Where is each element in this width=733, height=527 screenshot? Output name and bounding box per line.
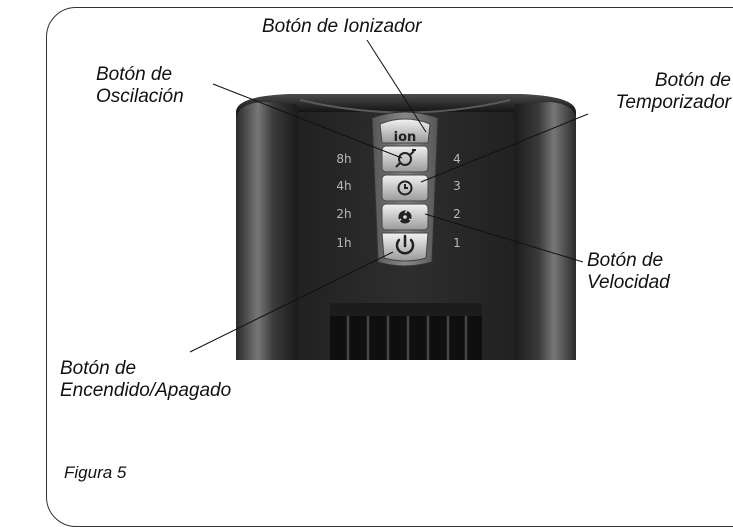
- fan-icon: [398, 210, 412, 224]
- speed-label-line1: Botón de: [587, 250, 664, 271]
- right-pillar: [513, 102, 576, 360]
- power-icon: [395, 234, 415, 255]
- oscillation-leader-line: [212, 83, 403, 159]
- speed-label: Botón de Velocidad: [587, 250, 670, 294]
- ionizer-label-text: Botón de Ionizador: [262, 16, 422, 37]
- speed-mark-2: 2: [453, 207, 461, 221]
- oscillation-label: Botón de Oscilación: [96, 64, 184, 108]
- fan-illustration: ion 8h 4h 2h 1h 4 3 2 1: [189, 39, 589, 360]
- ion-text: ion: [394, 130, 417, 145]
- oscillation-label-line1: Botón de: [96, 64, 173, 85]
- speed-leader-line: [424, 213, 584, 263]
- speed-mark-3: 3: [453, 179, 461, 193]
- power-leader-line: [189, 251, 394, 353]
- figure-caption: Figura 5: [64, 462, 126, 484]
- timer-leader-line: [420, 113, 589, 183]
- ionizer-label: Botón de Ionizador: [262, 16, 422, 38]
- oscillation-icon: [395, 149, 416, 168]
- left-pillar: [236, 102, 299, 360]
- timer-mark-4h: 4h: [336, 179, 351, 193]
- clock-icon: [397, 180, 413, 196]
- power-label-line1: Botón de: [60, 358, 137, 379]
- speed-label-line2: Velocidad: [587, 272, 670, 293]
- speed-mark-1: 1: [453, 236, 461, 250]
- power-label-line2: Encendido/Apagado: [60, 380, 232, 401]
- oscillation-button: [381, 145, 429, 173]
- fan-top: [236, 94, 576, 112]
- power-label: Botón de Encendido/Apagado: [60, 358, 231, 402]
- timer-label-line2: Temporizador: [615, 92, 731, 113]
- timer-label-line1: Botón de: [654, 70, 731, 91]
- figure-caption-text: Figura 5: [64, 463, 127, 482]
- ionizer-button: [379, 118, 431, 144]
- timer-mark-1h: 1h: [336, 236, 351, 250]
- ionizer-leader-line: [366, 39, 427, 133]
- timer-label: Botón de Temporizador: [616, 70, 731, 114]
- speed-mark-4: 4: [453, 152, 461, 166]
- oscillation-label-line2: Oscilación: [96, 86, 184, 107]
- timer-mark-8h: 8h: [336, 152, 351, 166]
- timer-mark-2h: 2h: [336, 207, 351, 221]
